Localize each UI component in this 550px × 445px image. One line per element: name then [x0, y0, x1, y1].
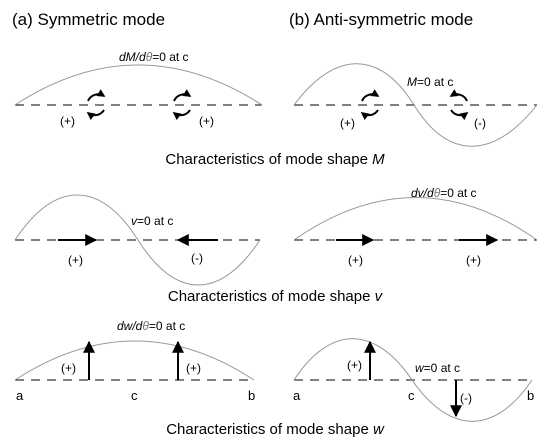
sign-m-right-1: (+)	[340, 116, 355, 130]
moment-symbol-m-right-2	[449, 89, 469, 121]
sign-m-right-2: (-)	[474, 116, 486, 130]
point-label-b-right: b	[527, 388, 534, 403]
note-m-left: dM/dθ=0 at c	[119, 50, 189, 64]
sign-w-left-1: (+)	[61, 361, 76, 375]
sign-m-left-1: (+)	[60, 114, 75, 128]
sign-v-right-1: (+)	[348, 253, 363, 267]
point-label-c-right: c	[408, 388, 415, 403]
note-v-right: dv/dθ=0 at c	[411, 186, 477, 200]
sign-v-left-1: (+)	[68, 253, 83, 267]
mode-curve-w-left	[14, 340, 255, 381]
section-w: dw/dθ=0 at c (+) (+) a c b w=0 at c (+) …	[14, 319, 534, 438]
note-v-left: v=0 at c	[131, 214, 173, 228]
note-w-left: dw/dθ=0 at c	[117, 319, 185, 333]
note-m-right: M=0 at c	[407, 75, 453, 89]
section-v: v=0 at c (+) (-) dv/dθ=0 at c (+) (+) Ch…	[14, 186, 538, 305]
point-label-a-left: a	[16, 388, 24, 403]
caption-m: Characteristics of mode shape M	[165, 151, 385, 168]
sign-m-left-2: (+)	[199, 114, 214, 128]
caption-v: Characteristics of mode shape v	[168, 288, 384, 305]
note-w-right: w=0 at c	[415, 361, 460, 375]
mode-curve-m-right	[293, 63, 538, 147]
sign-w-right-1: (+)	[347, 358, 362, 372]
moment-symbol-m-left-2	[172, 89, 192, 121]
mode-curve-w-right	[293, 338, 533, 422]
title-antisymmetric: (b) Anti-symmetric mode	[289, 10, 473, 29]
moment-symbol-m-right-1	[360, 89, 380, 121]
point-label-b-left: b	[248, 388, 255, 403]
sign-v-right-2: (+)	[466, 253, 481, 267]
section-m: dM/dθ=0 at c (+) (+) M=0 at c (+) (-) Ch…	[14, 50, 538, 168]
point-label-c-left: c	[131, 388, 138, 403]
sign-v-left-2: (-)	[191, 251, 203, 265]
mode-curve-v-right	[293, 197, 538, 241]
point-label-a-right: a	[293, 388, 301, 403]
title-symmetric: (a) Symmetric mode	[12, 10, 165, 29]
mode-curve-m-left	[14, 64, 263, 106]
caption-w: Characteristics of mode shape w	[166, 421, 385, 438]
sign-w-left-2: (+)	[186, 361, 201, 375]
sign-w-right-2: (-)	[460, 391, 472, 405]
moment-symbol-m-left-1	[86, 89, 106, 121]
mode-curve-v-left	[14, 194, 261, 286]
